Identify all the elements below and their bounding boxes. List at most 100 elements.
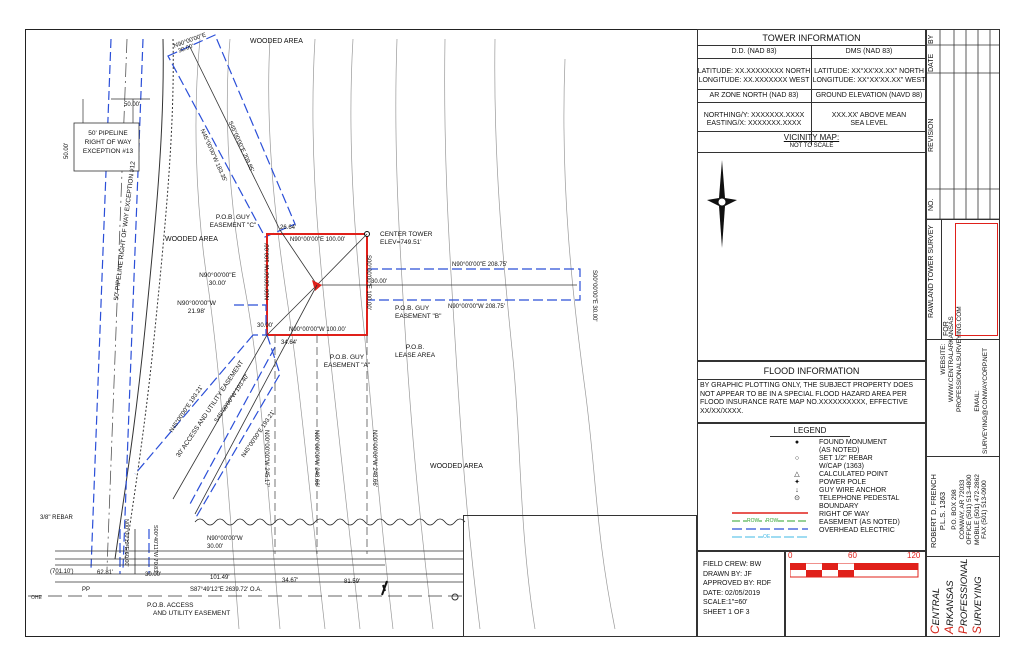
revision-header: REVISION	[928, 118, 935, 152]
revision-by-header: BY	[928, 34, 935, 44]
bearing-label: S00°40'11"W 70.83'	[152, 525, 158, 574]
legend-item: BOUNDARY	[819, 503, 859, 510]
field-info-list: FIELD CREW: BW DRAWN BY: JF APPROVED BY:…	[703, 561, 772, 616]
not-to-scale: NOT TO SCALE	[789, 143, 834, 149]
flood-info-title: FLOOD INFORMATION	[763, 366, 860, 376]
scale-bar	[790, 563, 919, 578]
elevation-1: XXX.XX' ABOVE MEAN	[831, 112, 907, 119]
distance-label: 50.00'	[124, 102, 141, 108]
guy-easement-c	[167, 34, 296, 238]
email-block: EMAIL: SURVEYING@CONWAYCORP.NET	[974, 347, 989, 454]
found-monument-icon: ●	[794, 439, 800, 446]
company-line: SURVEYING	[970, 576, 984, 634]
wooded-area-label: WOODED AREA	[250, 38, 303, 45]
ar-zone-header: AR ZONE NORTH (NAD 83)	[709, 92, 799, 99]
row-sample-text: ROW	[766, 517, 779, 525]
company-line: PROFESSIONAL	[956, 558, 970, 634]
distance-label: (701.10')	[50, 569, 74, 575]
legend-item: RIGHT OF WAY	[819, 511, 870, 518]
legend-item: △CALCULATED POINT	[775, 471, 900, 479]
distance-label: 62.81'	[97, 570, 114, 576]
scale-label-0: 0	[788, 551, 793, 560]
scale-panel	[785, 551, 926, 637]
tower-info-panel	[697, 29, 926, 361]
bearing-label: N00°00'00"W 248.66'	[313, 430, 319, 487]
wooded-area-label: WOODED AREA	[430, 463, 483, 470]
wooded-area-label: WOODED AREA	[165, 236, 218, 243]
distance-label: 26.64'	[280, 225, 297, 231]
distance-label: 101.49'	[210, 575, 230, 581]
blank-notes-box	[463, 515, 697, 637]
distance-label: 34.67'	[282, 578, 299, 584]
company-logo: CENTRAL ARKANSAS PROFESSIONAL SURVEYING	[928, 558, 985, 634]
legend-item: EASEMENT (AS NOTED)	[819, 519, 900, 526]
surveyor-block: ROBERT D. FRENCH P.L.S. 1363	[929, 474, 947, 548]
distance-label: 34.64'	[281, 340, 298, 346]
treeline	[124, 38, 174, 560]
scale-label-60: 60	[848, 551, 857, 560]
dd-longitude: LONGITUDE: XX.XXXXXXX WEST	[698, 77, 810, 84]
pipeline-centerline	[106, 38, 128, 570]
access-easement	[134, 304, 281, 520]
legend-item: (AS NOTED)	[819, 447, 860, 454]
lease-bearing-label: N90°00'00"W 100.00'	[289, 327, 346, 333]
distance-label: 30.00'	[371, 279, 388, 285]
easting: EASTING/X: XXXXXXX.XXXX	[706, 120, 802, 127]
flood-info-text: BY GRAPHIC PLOTTING ONLY, THE SUBJECT PR…	[700, 382, 914, 415]
legend-item: ↓GUY WIRE ANCHOR	[775, 487, 900, 495]
telephone-pedestal-icon: ⊙	[794, 495, 800, 502]
bearing-label: S87°49'12"E 2639.72' O.A.	[190, 587, 262, 593]
guy-lines	[274, 335, 368, 554]
ohe-label: OHE	[31, 595, 42, 601]
company-line: CENTRAL	[928, 587, 942, 634]
scale-label-120: 120	[907, 551, 921, 560]
rebar-label: 3/8" REBAR	[40, 515, 73, 521]
power-pole-icon: ✦	[794, 479, 800, 486]
dms-header: DMS (NAD 83)	[845, 48, 893, 55]
guy-easement-b	[368, 268, 581, 301]
bearing-label: N00°00'12"E 60.00'	[123, 519, 129, 567]
title-block	[926, 29, 1000, 637]
legend-list: ●FOUND MONUMENT (AS NOTED) ○SET 1/2" REB…	[775, 439, 900, 535]
legend-item: W/CAP (1363)	[819, 463, 864, 470]
dms-longitude: LONGITUDE: XX°XX'XX.XX" WEST	[812, 77, 926, 84]
lease-bearing-label: N00°00'00"W 100.00'	[265, 243, 271, 300]
calculated-point-icon: △	[794, 471, 800, 478]
distance-label: 30.00'	[145, 572, 162, 578]
bearing-label: N90°00'00"E 208.75'	[452, 262, 508, 268]
elevation-2: SEA LEVEL	[850, 120, 888, 127]
legend-item: OVERHEAD ELECTRIC	[819, 527, 895, 534]
legend-item: ✦POWER POLE	[775, 479, 900, 487]
northing: NORTHING/Y: XXXXXXX.XXXX	[703, 112, 805, 119]
revision-grid	[926, 29, 1000, 219]
field-info-panel	[697, 551, 785, 637]
ground-elev-header: GROUND ELEVATION (NAVD 88)	[815, 92, 923, 99]
survey-map	[28, 34, 616, 630]
survey-title: RAWLAND TOWER SURVEY	[928, 224, 935, 318]
bearing-label: S00°00'00"E 30.00'	[591, 270, 597, 322]
lease-bearing-label: N90°00'00"E 100.00'	[290, 237, 346, 243]
bearing-label: N00°00'00"W 248.66'	[371, 430, 377, 487]
client-box	[955, 223, 998, 336]
pob-lease-label: P.O.B.LEASE AREA	[394, 344, 436, 359]
dd-header: D.D. (NAD 83)	[731, 48, 777, 55]
legend-item: ●FOUND MONUMENT	[775, 439, 900, 447]
dms-latitude: LATITUDE: XX°XX'XX.XX" NORTH	[814, 68, 924, 75]
treeline-2	[114, 38, 164, 560]
revision-date-header: DATE	[928, 53, 935, 72]
distance-label: 30.00'	[257, 323, 274, 329]
legend-panel	[697, 423, 926, 551]
distance-label: 50.00'	[64, 142, 70, 159]
oe-sample-text: OE	[763, 533, 771, 541]
address-block: P.O. BOX 298 CONWAY, AR 72033 OFFICE (50…	[951, 474, 988, 545]
set-rebar-icon: ○	[794, 455, 800, 462]
power-pole-label: PP	[82, 587, 91, 593]
company-line: ARKANSAS	[942, 580, 956, 634]
distance-label: 81.59'	[344, 579, 361, 585]
